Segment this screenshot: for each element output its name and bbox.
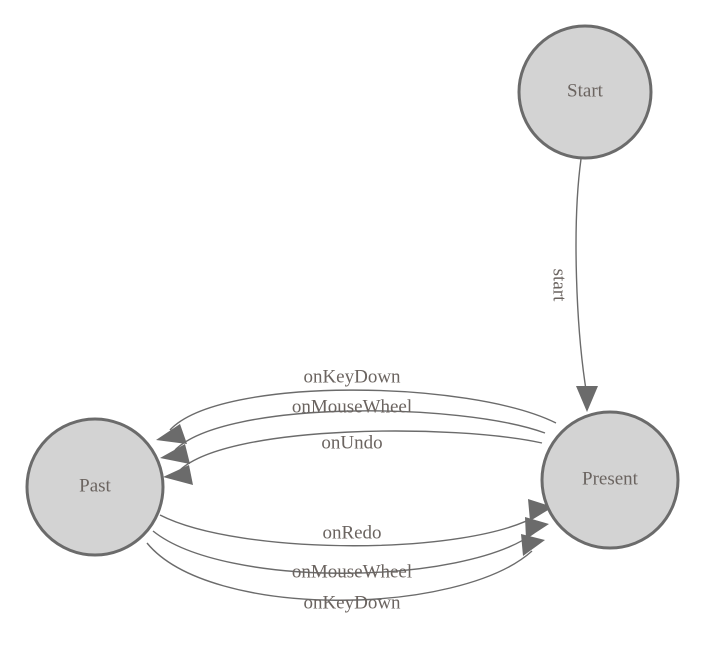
edge-label-past-present-1: onRedo [322,522,381,543]
edge-label-present-past-2: onMouseWheel [292,396,412,417]
node-start-circle [517,24,653,160]
edge-start-to-present[interactable]: start [549,158,598,412]
node-present[interactable]: Present [540,410,680,550]
edge-present-to-past-onmousewheel[interactable]: onMouseWheel [160,396,546,464]
node-present-circle [540,410,680,550]
node-past-circle [25,417,165,557]
edge-label-past-present-3: onKeyDown [303,592,401,613]
edge-present-to-past-onkeydown[interactable]: onKeyDown [156,366,557,444]
arrowhead-icon [156,424,187,444]
edge-present-past-1-path [169,389,557,431]
edge-label-present-past-3: onUndo [321,432,382,453]
arrowhead-icon [163,465,193,485]
node-start-label: Start [567,80,604,101]
edge-label-present-past-1: onKeyDown [303,366,401,387]
edge-past-to-present-onredo[interactable]: onRedo [159,499,553,547]
edge-past-present-3-path [146,542,533,601]
node-start[interactable]: Start [517,24,653,160]
node-past[interactable]: Past [25,417,165,557]
edge-present-to-past-onundo[interactable]: onUndo [163,430,543,485]
edge-start-path [575,158,588,397]
edge-past-present-1-path [159,514,539,547]
node-present-label: Present [582,468,639,489]
edge-present-past-3-path [179,430,543,471]
arrowhead-icon [528,499,553,521]
edge-label-past-present-2: onMouseWheel [292,561,412,582]
arrowhead-icon [576,386,598,412]
arrowhead-icon [521,534,545,556]
arrowhead-icon [160,444,190,464]
edge-past-to-present-onkeydown[interactable]: onKeyDown [146,534,545,613]
node-past-label: Past [79,475,111,496]
edge-present-past-2-path [174,410,546,451]
edge-past-present-2-path [152,530,535,574]
arrowhead-icon [525,517,549,539]
edge-past-to-present-onmousewheel[interactable]: onMouseWheel [152,517,549,582]
edge-label-start: start [549,269,570,302]
